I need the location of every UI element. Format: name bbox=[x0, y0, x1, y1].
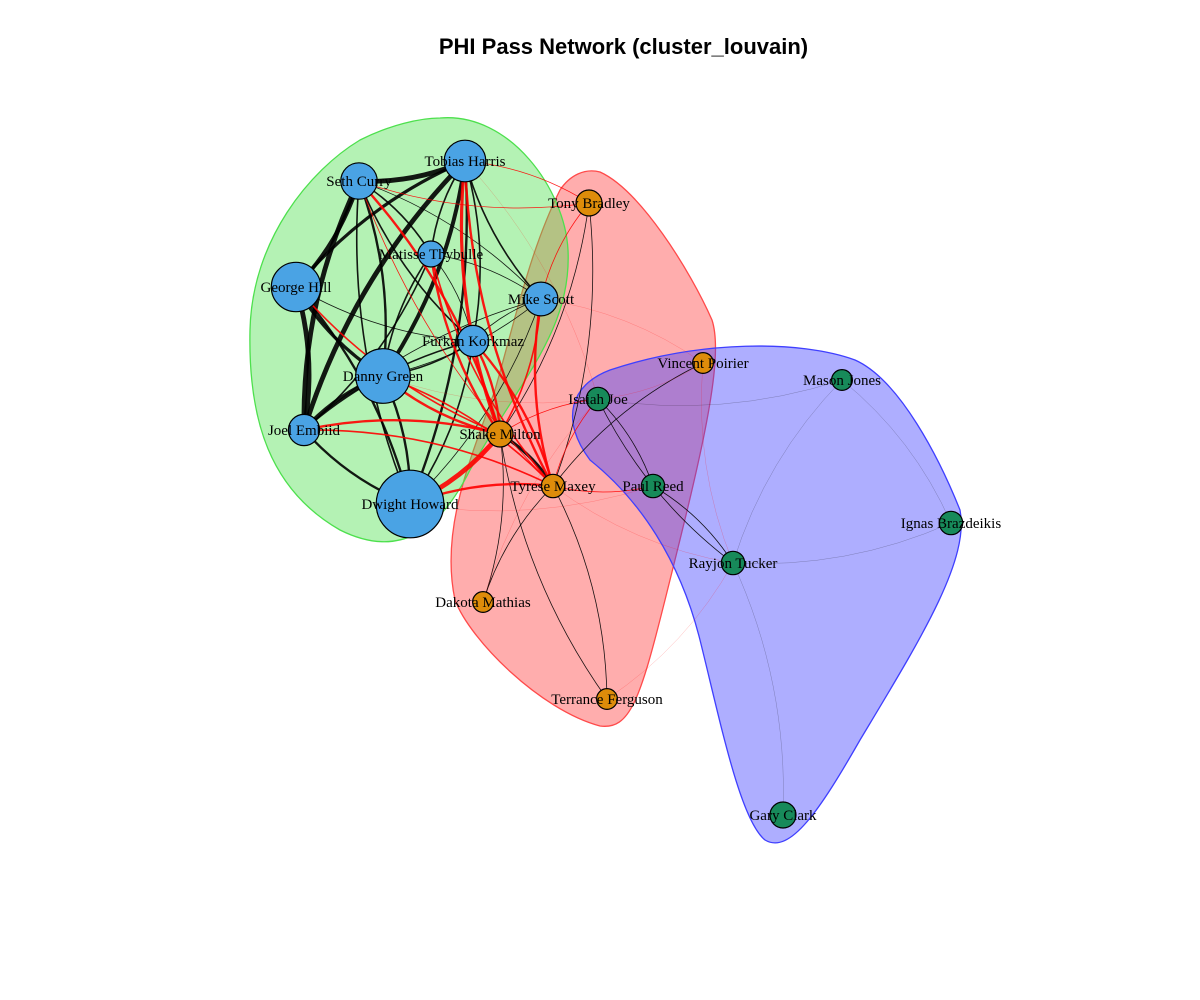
node-gary bbox=[769, 801, 797, 829]
edge-tobias-furkan bbox=[464, 160, 481, 342]
node-label-tony: Tony Bradley bbox=[548, 196, 630, 212]
edge-shake-terrance bbox=[499, 433, 608, 700]
edge-vincent-rayjon bbox=[701, 362, 734, 564]
node-tobias bbox=[443, 139, 487, 183]
edge-joel-mike bbox=[303, 298, 542, 431]
edge-seth-mike bbox=[358, 180, 542, 300]
edge-mason-rayjon bbox=[732, 379, 843, 564]
node-label-isaiah: Isaiah Joe bbox=[568, 392, 628, 408]
node-label-dwight: Dwight Howard bbox=[361, 497, 459, 513]
node-paul bbox=[640, 473, 666, 499]
node-label-tobias: Tobias Harris bbox=[424, 154, 505, 170]
node-label-danny: Danny Green bbox=[343, 369, 424, 385]
node-label-shake: Shake Milton bbox=[459, 427, 541, 443]
edge-terrance-rayjon bbox=[606, 562, 734, 700]
node-label-terrance: Terrance Ferguson bbox=[551, 692, 663, 708]
edge-tony-seth bbox=[358, 180, 590, 209]
node-isaiah bbox=[585, 386, 611, 412]
edge-shake-dakota bbox=[482, 433, 504, 603]
node-terrance bbox=[595, 687, 618, 710]
node-label-ignas: Ignas Brazdeikis bbox=[901, 516, 1002, 532]
edge-mike-vincent bbox=[540, 298, 704, 364]
edge-tyrese-vincent bbox=[552, 362, 704, 487]
node-label-joel: Joel Embiid bbox=[268, 423, 341, 439]
cluster-hull-red bbox=[450, 170, 717, 727]
edge-tobias-george bbox=[294, 159, 466, 289]
node-label-seth: Seth Curry bbox=[326, 174, 392, 190]
node-furkan bbox=[456, 324, 490, 358]
edge-tyrese-joel bbox=[303, 429, 554, 487]
node-mike bbox=[523, 281, 559, 317]
nodes bbox=[270, 139, 964, 829]
node-vincent bbox=[691, 352, 714, 375]
node-joel bbox=[287, 413, 321, 447]
edge-tyrese-terrance bbox=[552, 485, 608, 700]
node-seth bbox=[340, 162, 378, 200]
edge-tyrese-seth bbox=[358, 180, 554, 487]
node-label-tyrese: Tyrese Maxey bbox=[510, 479, 596, 495]
edge-mason-ignas bbox=[841, 379, 952, 524]
node-label-paul: Paul Reed bbox=[622, 479, 684, 495]
edge-rayjon-gary bbox=[732, 562, 784, 816]
node-rayjon bbox=[720, 550, 746, 576]
node-label-george: George Hill bbox=[261, 280, 332, 296]
node-label-mike: Mike Scott bbox=[508, 292, 575, 308]
node-tyrese bbox=[540, 473, 566, 499]
cluster-hull-blue bbox=[571, 345, 962, 844]
edge-dakota-isaiah bbox=[482, 398, 599, 603]
edge-shake-matisse bbox=[429, 253, 501, 435]
node-label-dakota: Dakota Mathias bbox=[435, 595, 531, 611]
node-label-matisse: Matisse Thybulle bbox=[379, 247, 484, 263]
edge-tobias-isaiah bbox=[464, 160, 599, 400]
node-mason bbox=[830, 369, 853, 392]
edge-isaiah-mason bbox=[597, 379, 843, 406]
node-shake bbox=[486, 420, 514, 448]
node-danny bbox=[355, 348, 411, 404]
edge-seth-joel bbox=[301, 179, 362, 431]
edge-tyrese-tobias bbox=[463, 160, 555, 487]
edge-tyrese-matisse bbox=[430, 253, 554, 487]
node-ignas bbox=[938, 510, 964, 536]
node-dwight bbox=[375, 469, 445, 539]
node-label-rayjon: Rayjon Tucker bbox=[689, 556, 778, 572]
edge-tyrese-rayjon bbox=[552, 485, 734, 564]
node-dakota bbox=[472, 590, 495, 613]
edge-tyrese-mike bbox=[533, 298, 555, 487]
node-tony bbox=[575, 189, 603, 217]
node-label-gary: Gary Clark bbox=[749, 808, 817, 824]
node-matisse bbox=[417, 240, 445, 268]
node-label-vincent: Vincent Poirier bbox=[657, 356, 748, 372]
chart-title: PHI Pass Network (cluster_louvain) bbox=[438, 34, 809, 59]
edge-tobias-joel bbox=[301, 159, 467, 431]
node-label-furkan: Furkan Korkmaz bbox=[422, 334, 524, 350]
node-label-mason: Mason Jones bbox=[803, 373, 881, 389]
edge-rayjon-ignas bbox=[732, 522, 952, 564]
node-george bbox=[270, 261, 322, 313]
edge-seth-furkan bbox=[358, 180, 474, 342]
